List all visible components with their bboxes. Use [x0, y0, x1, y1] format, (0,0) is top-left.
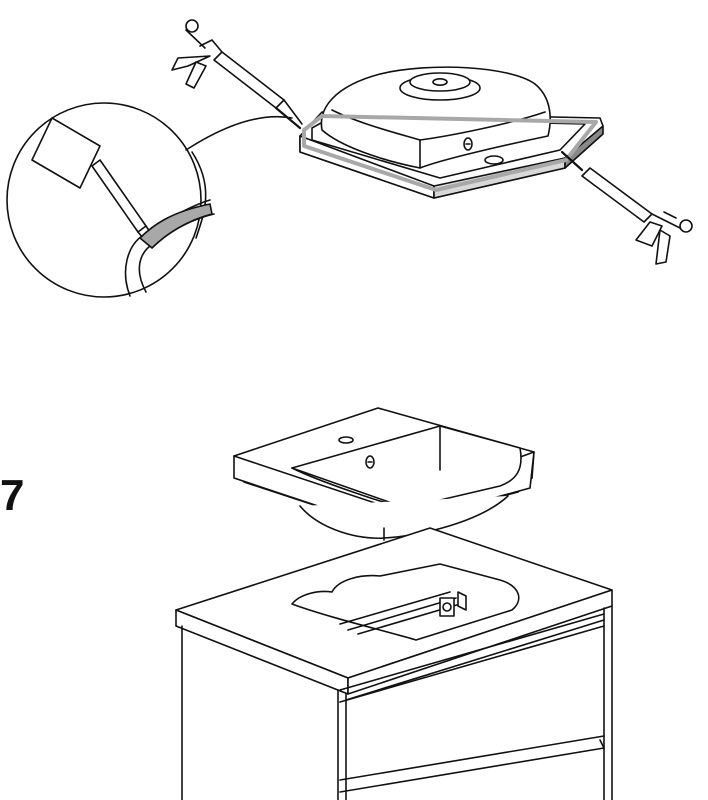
caulking-gun-left: [171, 19, 303, 130]
caulking-gun-right: [560, 150, 693, 265]
countertop: [175, 527, 613, 695]
detail-magnifier: [6, 102, 293, 298]
sink-basin: [233, 407, 535, 541]
inverted-sink: [299, 66, 604, 199]
sealant-bead: [302, 114, 598, 192]
cabinet: [181, 605, 613, 800]
step-number: 7: [0, 471, 25, 520]
